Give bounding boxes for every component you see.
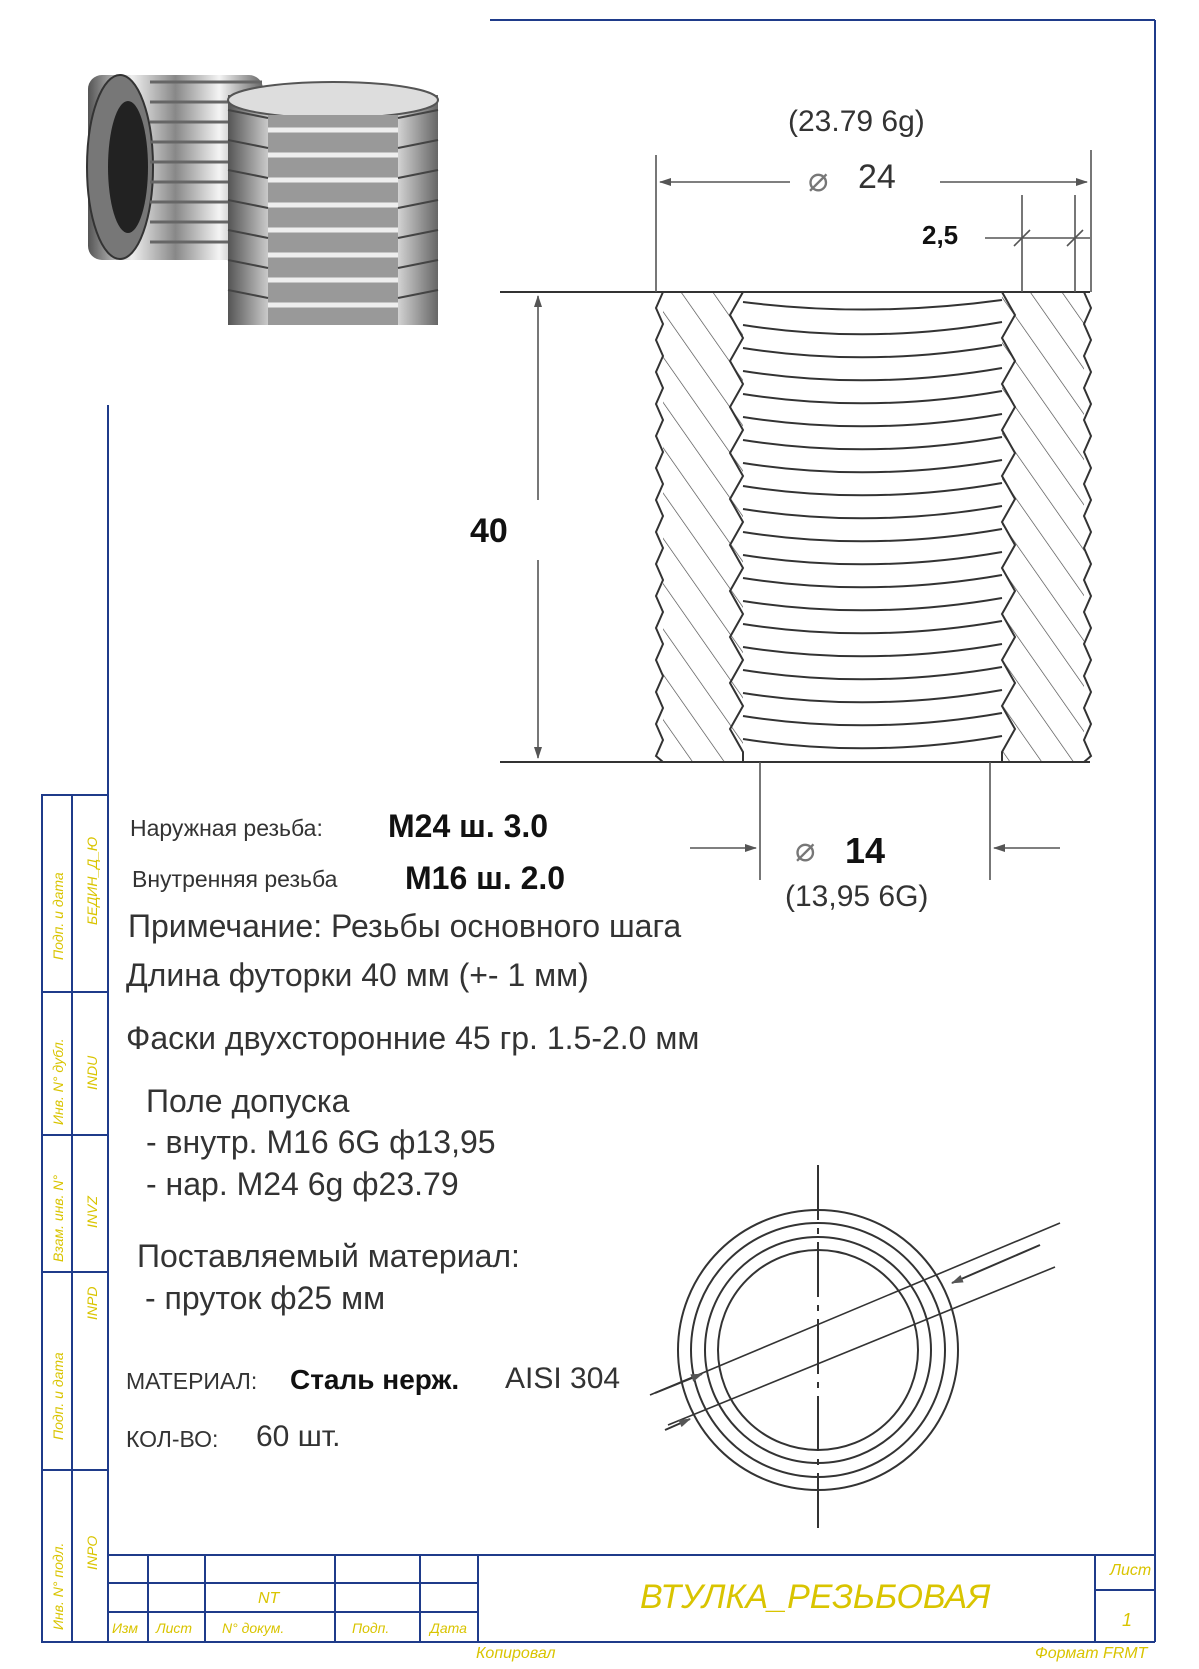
title-block-copied: Копировал xyxy=(476,1645,556,1662)
outer-diameter-value: 24 xyxy=(858,158,896,196)
dimension-lines xyxy=(534,150,1092,880)
side-inv-podl: Инв. N° подл. xyxy=(50,1542,66,1630)
side-indu: INDU xyxy=(84,1055,100,1090)
side-stamp-frame xyxy=(41,794,109,1643)
title-block-title: ВТУЛКА_РЕЗЬБОВАЯ xyxy=(640,1578,991,1616)
inner-diameter-symbol: ⌀ xyxy=(795,831,816,869)
chamfer-note: Фаски двухсторонние 45 гр. 1.5-2.0 мм xyxy=(126,1020,700,1056)
section-view xyxy=(500,291,1093,763)
title-block-grid xyxy=(108,1555,1155,1642)
title-block-col-doc: N° докум. xyxy=(222,1620,285,1636)
tolerance-outer: - нар. M24 6g ф23.79 xyxy=(146,1166,459,1202)
qty-value: 60 шт. xyxy=(256,1420,341,1453)
title-block-format: Формат FRMT xyxy=(1035,1645,1148,1662)
supplied-material-item: - пруток ф25 мм xyxy=(145,1280,386,1316)
material-value: Сталь нерж. xyxy=(290,1364,460,1395)
side-invz: INVZ xyxy=(84,1196,100,1228)
outer-diameter-tolerance: (23.79 6g) xyxy=(788,105,925,138)
inner-thread-label: Внутренняя резьба xyxy=(132,866,338,892)
qty-label: КОЛ-ВО: xyxy=(126,1426,219,1452)
title-block-sheet-number: 1 xyxy=(1122,1610,1133,1630)
title-block-nt: NT xyxy=(258,1590,280,1607)
outer-thread-label: Наружная резьба: xyxy=(130,815,323,841)
title-block-col-date: Дата xyxy=(430,1620,467,1636)
tolerance-inner: - внутр. M16 6G ф13,95 xyxy=(146,1124,496,1160)
side-vzam: Взам. инв. N° xyxy=(50,1174,66,1262)
material-grade: AISI 304 xyxy=(505,1362,621,1395)
inner-diameter-value: 14 xyxy=(845,830,886,871)
side-inpd: INPD xyxy=(84,1286,100,1320)
title-block-col-list: Лист xyxy=(156,1620,193,1636)
end-view xyxy=(649,1165,1061,1530)
product-photo xyxy=(86,74,439,325)
title-block-sheet-label: Лист xyxy=(1110,1562,1152,1579)
outer-thread-value: M24 ш. 3.0 xyxy=(388,808,549,844)
length-dimension: 40 xyxy=(470,512,508,550)
length-note: Длина футорки 40 мм (+- 1 мм) xyxy=(126,957,589,993)
tolerance-title: Поле допуска xyxy=(146,1083,350,1119)
material-label: МАТЕРИАЛ: xyxy=(126,1368,258,1394)
thread-note: Примечание: Резьбы основного шага xyxy=(128,908,682,944)
title-block-col-sign: Подп. xyxy=(352,1620,390,1636)
chamfer-dimension: 2,5 xyxy=(922,220,959,250)
supplied-material-title: Поставляемый материал: xyxy=(137,1238,520,1274)
side-podp-data-2: Подп. и дата xyxy=(50,1352,66,1440)
side-inv-dubl: Инв. N° дубл. xyxy=(50,1038,66,1125)
inner-diameter-tolerance: (13,95 6G) xyxy=(785,880,929,913)
side-inpo: INPO xyxy=(84,1535,100,1570)
title-block-col-izm: Изм xyxy=(112,1620,138,1636)
inner-thread-value: M16 ш. 2.0 xyxy=(405,860,566,896)
side-podp-data-1: Подп. и дата xyxy=(50,872,66,960)
side-bedin: БЕДИН_Д_Ю xyxy=(84,836,100,925)
outer-diameter-symbol: ⌀ xyxy=(808,161,829,199)
